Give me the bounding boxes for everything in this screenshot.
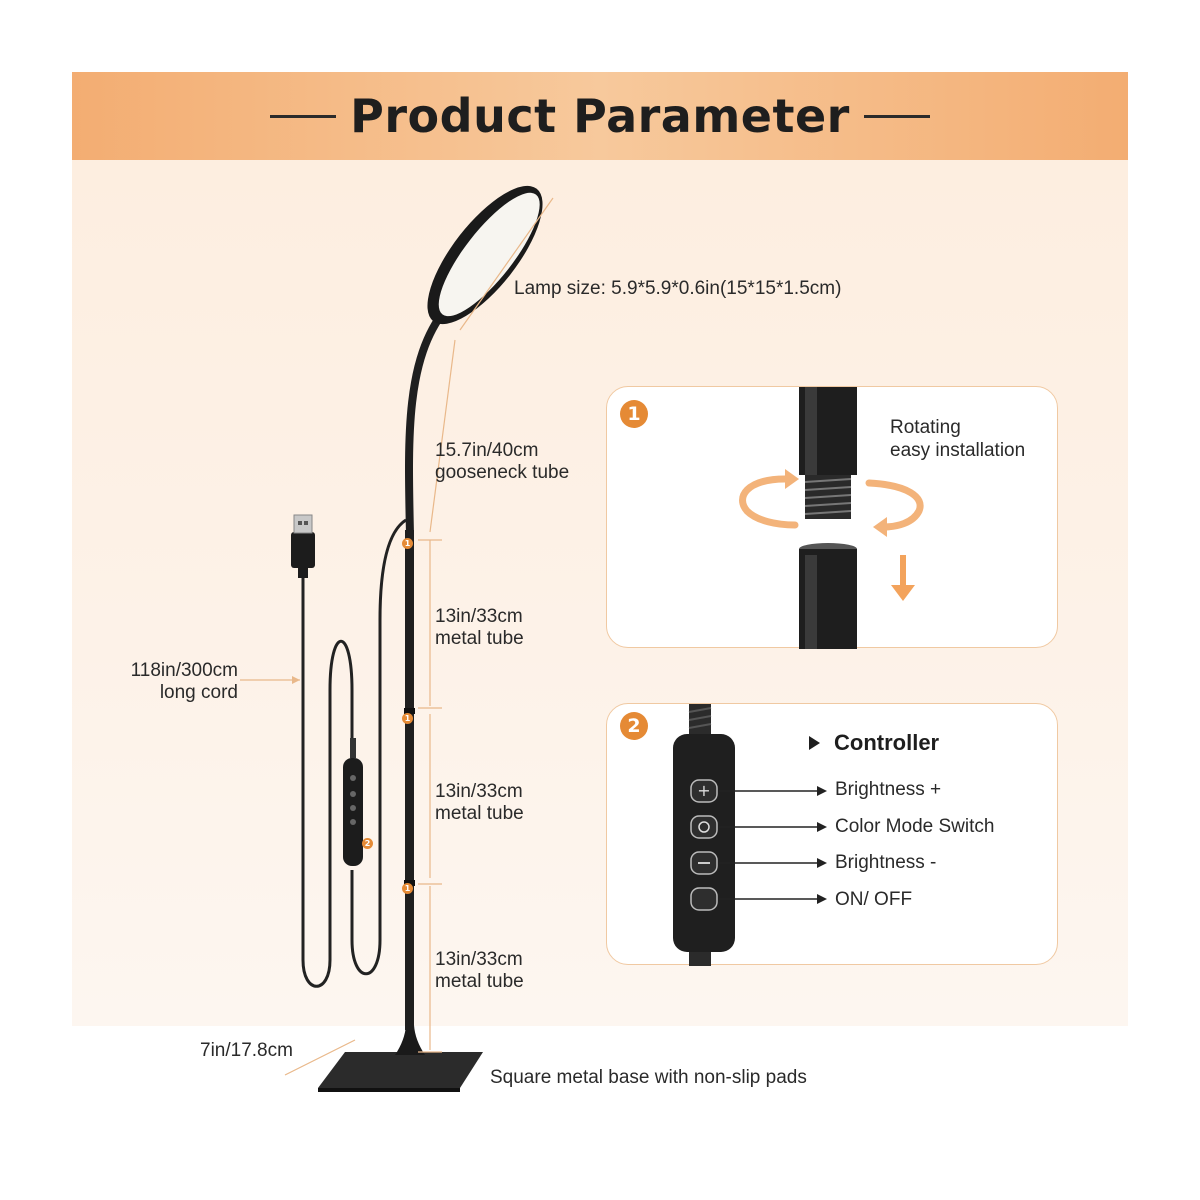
brightness-down-label: Brightness - [835,852,937,873]
lamp-pole [405,530,414,1030]
tube-2-label: 13in/33cm metal tube [435,781,524,825]
controller-title: Controller [834,730,940,755]
installation-card: 1 Rotating easy installation [606,386,1058,649]
controller-marker: 2 [362,838,373,849]
lamp-base [318,1052,483,1088]
joint-marker-2: 1 [402,713,413,724]
gooseneck-name: gooseneck tube [435,462,570,483]
controller-card: 2 + Controller Brightness + Color Mode S… [606,703,1058,966]
tube-3-label: 13in/33cm metal tube [435,949,524,993]
svg-text:+: + [697,781,710,800]
page-title: Product Parameter [350,89,850,143]
tube-2-name: metal tube [435,803,524,824]
controller-badge: 2 [620,712,648,740]
cord-name: long cord [159,682,238,703]
cord-length: 118in/300cm [130,660,238,681]
color-mode-label: Color Mode Switch [835,816,995,837]
title-rule-left [270,114,337,118]
gooseneck-length: 15.7in/40cm [435,440,539,461]
installation-line-2: easy installation [890,440,1026,461]
joint-marker-3: 1 [402,883,413,894]
gooseneck-tube [405,306,449,539]
lamp-size-label: Lamp size: 5.9*5.9*0.6in(15*15*1.5cm) [514,278,842,299]
installation-badge: 1 [620,400,648,428]
tube-2-length: 13in/33cm [435,781,523,802]
lamp-head [427,185,543,325]
base-description-label: Square metal base with non-slip pads [490,1067,807,1088]
tube-1-length: 13in/33cm [435,606,523,627]
installation-illustration [739,387,924,649]
brightness-up-label: Brightness + [835,779,942,800]
gooseneck-length-label: 15.7in/40cm gooseneck tube [435,440,569,484]
joint-marker-1: 1 [402,538,413,549]
tube-3-length: 13in/33cm [435,949,523,970]
title-rule-right [863,114,930,118]
controller-illustration: + [673,704,827,966]
cord-length-label: 118in/300cm long cord [110,660,238,704]
installation-line-1: Rotating [890,417,961,438]
tube-1-label: 13in/33cm metal tube [435,606,524,650]
usb-plug [291,532,315,568]
tube-3-name: metal tube [435,971,524,992]
tube-1-name: metal tube [435,628,524,649]
installation-text: Rotating easy installation [890,416,1025,462]
power-label: ON/ OFF [835,889,913,910]
header-banner: Product Parameter [72,72,1128,160]
base-width-label: 7in/17.8cm [200,1040,293,1061]
